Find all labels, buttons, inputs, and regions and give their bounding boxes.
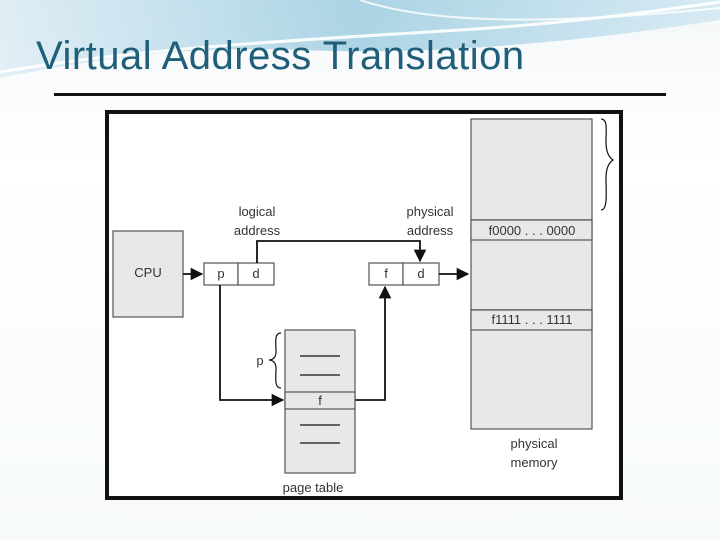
logical-p-label: p bbox=[217, 266, 224, 281]
page-table-p-label: p bbox=[256, 353, 263, 368]
header-swoosh bbox=[0, 0, 720, 78]
page-number-arrow bbox=[219, 285, 285, 407]
frame-start-cell bbox=[470, 219, 593, 241]
page-table-label: page table bbox=[283, 480, 344, 495]
offset-arrow bbox=[256, 240, 427, 263]
logical-address-label-line2: address bbox=[234, 223, 281, 238]
slide-title: Virtual Address Translation bbox=[36, 34, 525, 78]
memory-label-line1: physical bbox=[511, 436, 558, 451]
frame-number-arrow bbox=[355, 285, 392, 401]
physical-f-label: f bbox=[384, 266, 388, 281]
frame-start-label: f0000 . . . 0000 bbox=[489, 223, 576, 238]
physical-d-label: d bbox=[417, 266, 424, 281]
page-table-f-label: f bbox=[318, 393, 322, 408]
physical-address-label-line1: physical bbox=[407, 204, 454, 219]
logical-d-cell bbox=[237, 262, 275, 286]
page-table-selected-entry bbox=[284, 391, 356, 410]
physical-address-label-line2: address bbox=[407, 223, 454, 238]
frame-end-cell bbox=[470, 309, 593, 331]
page-table-brace bbox=[268, 332, 282, 389]
frame-end-label: f1111 . . . 1111 bbox=[492, 312, 573, 327]
physical-memory-box bbox=[470, 118, 593, 430]
logical-d-label: d bbox=[252, 266, 259, 281]
title-underline bbox=[54, 93, 666, 96]
cpu-label: CPU bbox=[134, 265, 161, 280]
cpu-box bbox=[112, 230, 184, 318]
memory-label-line2: memory bbox=[511, 455, 558, 470]
logical-address-label-line1: logical bbox=[239, 204, 276, 219]
memory-brace bbox=[600, 118, 615, 211]
